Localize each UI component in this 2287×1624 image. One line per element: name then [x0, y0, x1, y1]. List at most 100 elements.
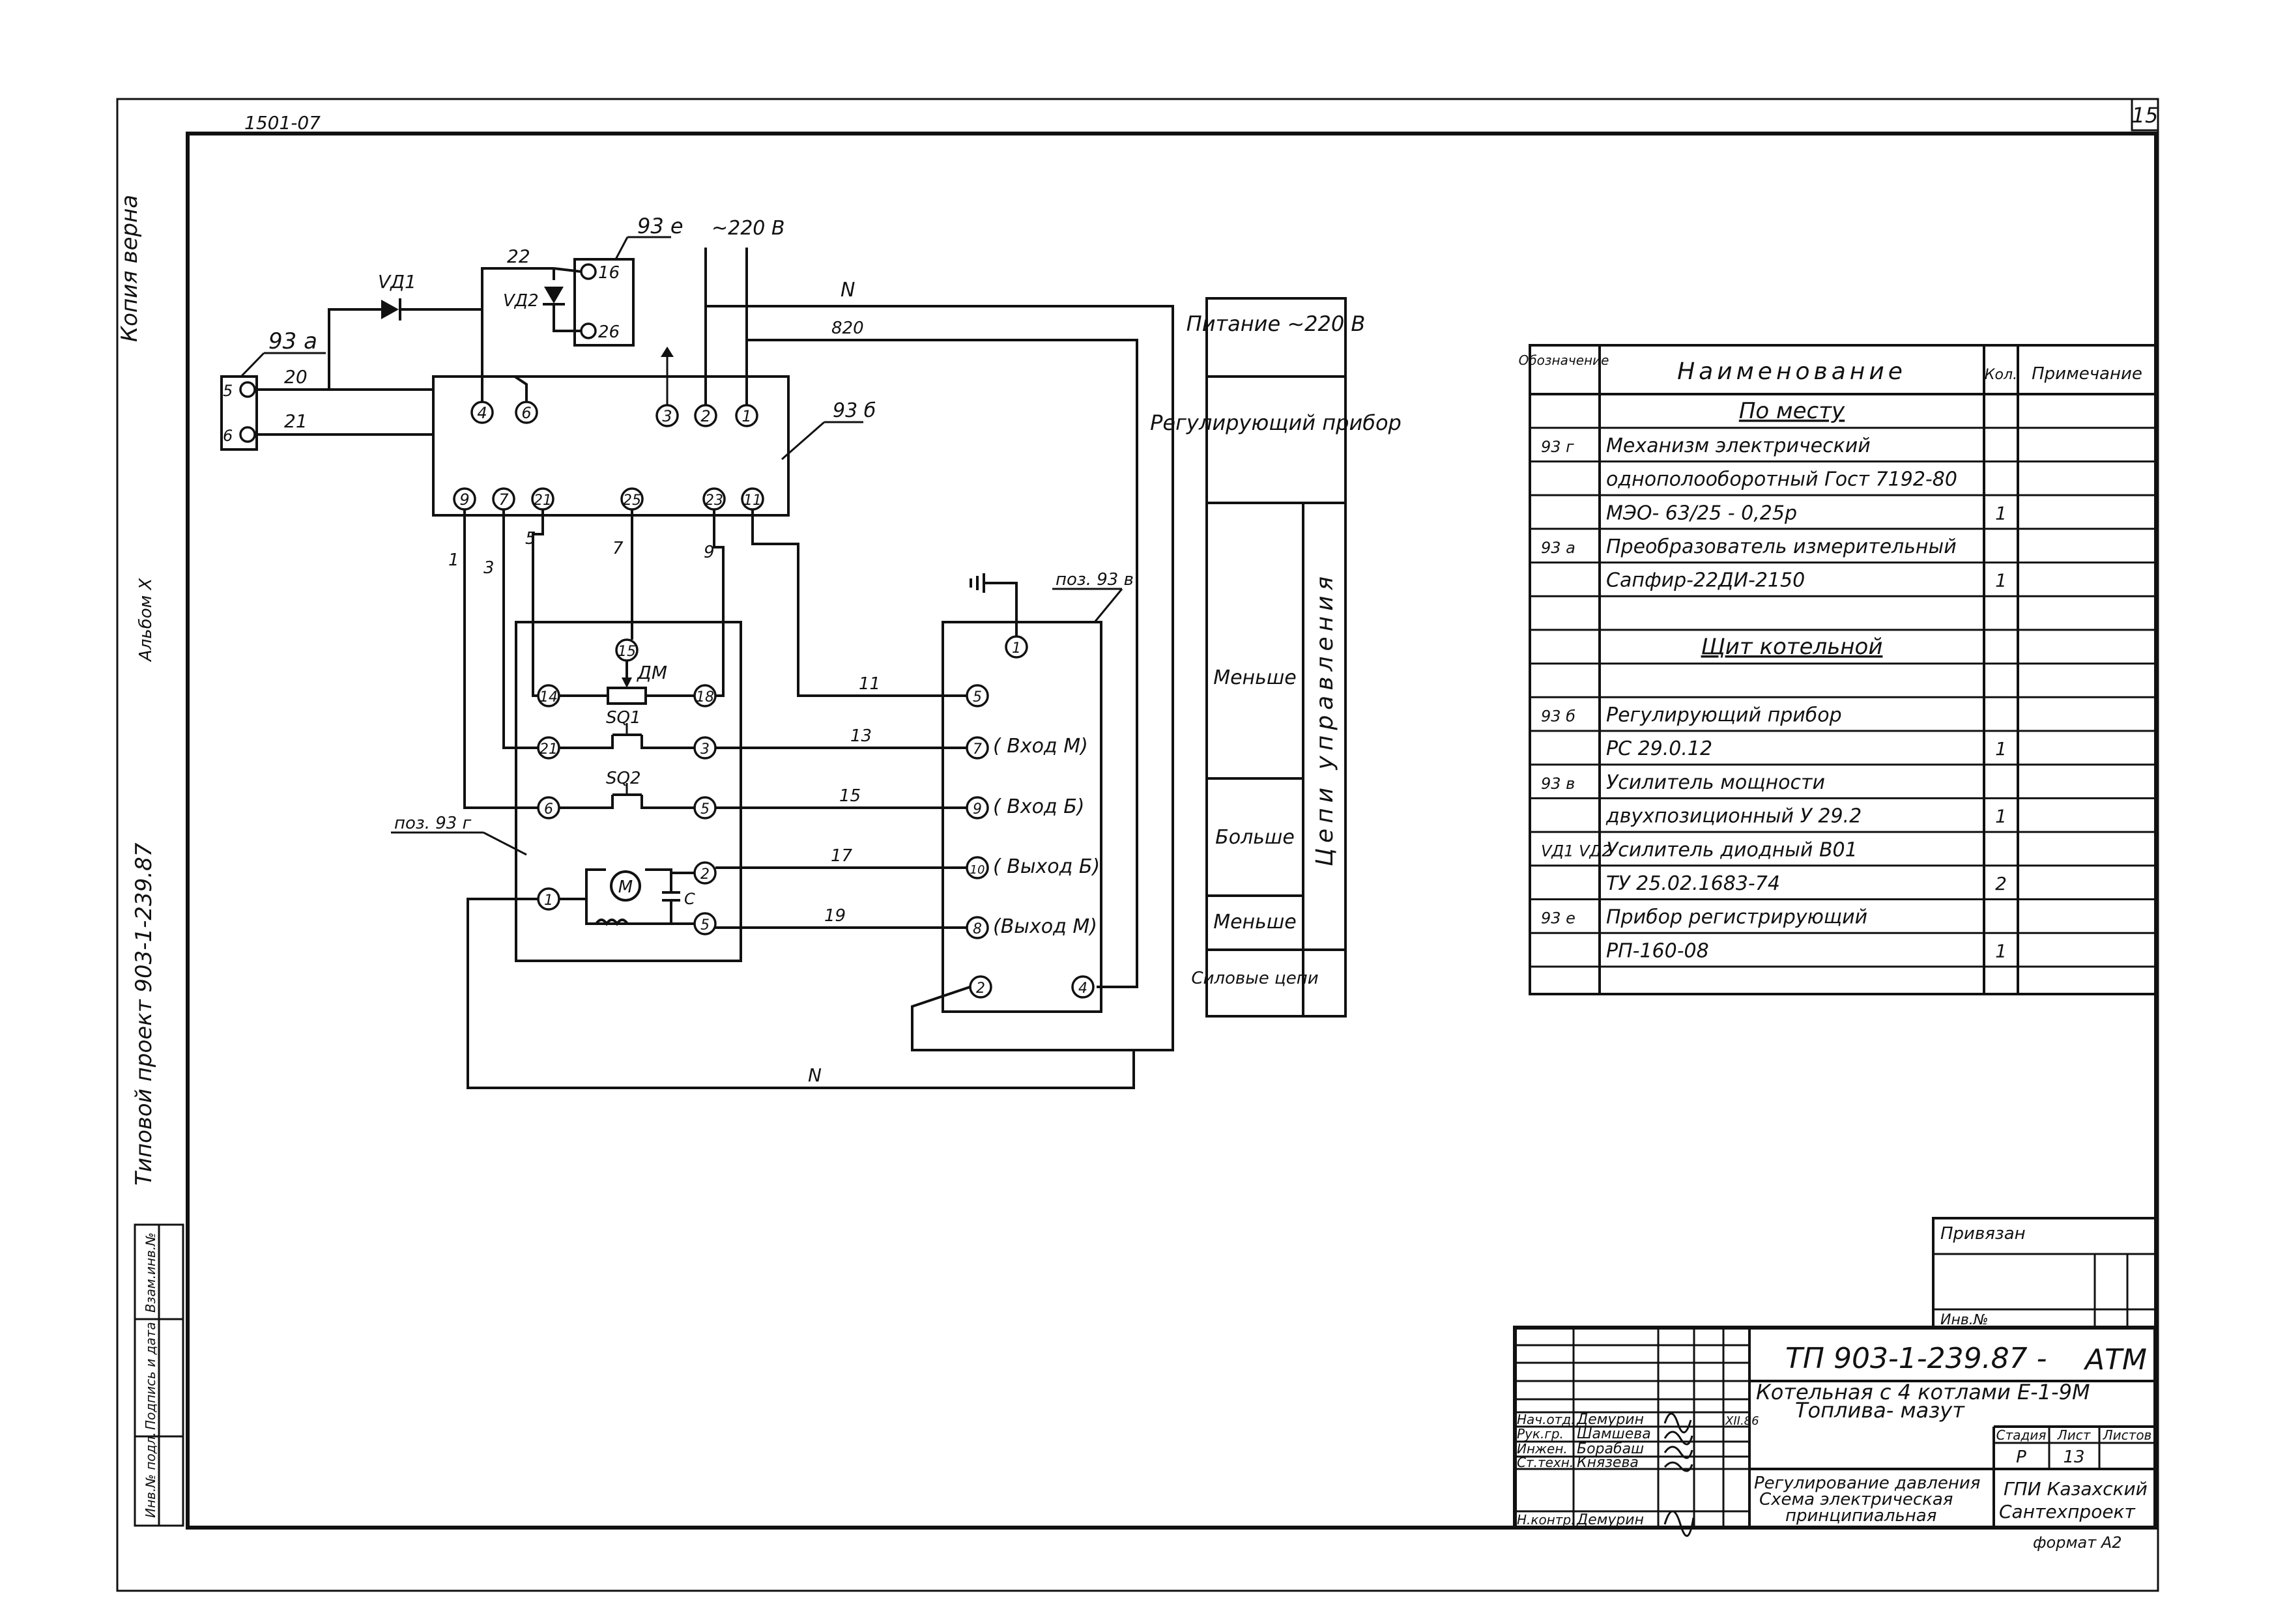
amp-output-m: (Выход М): [993, 915, 1097, 938]
purpose-more: Больше: [1215, 826, 1295, 849]
spec-cell-pos: 93 е: [1541, 909, 1575, 928]
terminal-label: 4: [477, 404, 487, 422]
stage-header: Стадия: [1996, 1427, 2047, 1443]
spec-cell-name: МЭО- 63/25 - 0,25р: [1606, 502, 1797, 524]
terminal-label: 6: [544, 801, 553, 818]
terminal-label: 9: [973, 801, 982, 818]
wire-label: 1: [448, 550, 459, 570]
sheets-header: Листов: [2103, 1427, 2152, 1443]
spec-cell-pos: 93 г: [1541, 438, 1574, 456]
drawing-title-1: Регулирование давления: [1754, 1474, 1980, 1493]
spec-cell-pos: 93 а: [1541, 539, 1575, 557]
person-name: Демурин: [1576, 1412, 1644, 1428]
bound-label: Привязан: [1940, 1224, 2026, 1244]
spec-cell-pos: 93 б: [1541, 707, 1575, 726]
spec-section-title: Щит котельной: [1701, 634, 1883, 660]
terminal-label: 16: [598, 263, 620, 283]
purpose-less: Меньше: [1213, 666, 1297, 689]
left-margin-notes: Копия верна Альбом Х Типовой проект 903-…: [117, 195, 158, 1518]
device-label-93a: 93 а: [268, 328, 317, 354]
terminal-label: 2: [976, 980, 985, 997]
switch-label-sq1: SQ1: [606, 708, 641, 728]
wire-label: N: [808, 1064, 822, 1086]
terminal-label: 2: [700, 866, 710, 883]
terminal-label: 9: [459, 491, 469, 509]
person-role: Инжен.: [1517, 1441, 1568, 1457]
terminal-label: 3: [700, 741, 710, 758]
terminal-label: 5: [973, 689, 982, 705]
spec-cell-name: Регулирующий прибор: [1606, 704, 1842, 727]
schematic: 5 6 93 а 16 26 93 е ~220 В 93 б 4 6 3 2 …: [220, 214, 1174, 1089]
device-label-93b: 93 б: [833, 399, 876, 422]
person-name: Князева: [1577, 1455, 1639, 1471]
title-block: Привязан Инв.№ ТП 903-1-239.87 - АТМ Кот…: [1513, 1217, 2157, 1552]
terminal-label: 23: [705, 492, 723, 509]
diode-label-vd1: VД1: [378, 271, 416, 292]
spec-header-note: Примечание: [2032, 364, 2142, 384]
wire-label: 7: [612, 539, 624, 558]
terminal-label: 1: [544, 892, 553, 909]
terminal-label: 1: [1012, 640, 1021, 657]
document-code: ТП 903-1-239.87 -: [1785, 1342, 2047, 1375]
wire-label: 5: [525, 529, 536, 548]
device-label-93g: поз. 93 г: [394, 814, 472, 833]
spec-cell-pos: VД1 VД2: [1541, 842, 1612, 860]
spec-cell-name: Сапфир-22ДИ-2150: [1606, 569, 1805, 592]
person-name: Борабаш: [1577, 1441, 1644, 1457]
terminal-label: 6: [521, 404, 531, 422]
terminal-label: 21: [539, 741, 558, 758]
wire-label: 9: [704, 543, 715, 562]
mechanism-93g: [515, 621, 742, 962]
terminal-label: 26: [598, 322, 620, 342]
wire-label: 13: [850, 726, 872, 746]
side-cell-inv: Инв.№ подл.: [143, 1432, 158, 1518]
wire-label: 20: [284, 366, 308, 388]
circuit-purpose-table: Питание ~220 В Регулирующий прибор Меньш…: [1150, 297, 1402, 1018]
page-number: 15: [2132, 103, 2159, 128]
device-label-93e: 93 е: [637, 214, 683, 238]
converter-93a: [220, 375, 258, 451]
spec-cell-qty: 1: [1995, 806, 2007, 827]
spec-cell-name: Преобразователь измерительный: [1606, 535, 1957, 558]
spec-cell-name: Усилитель диодный В01: [1606, 838, 1858, 861]
terminal-label: 5: [700, 917, 710, 933]
side-cell-replace: Взам.инв.№: [143, 1232, 158, 1313]
organization-2: Сантехпроект: [1999, 1501, 2135, 1522]
device-label-93v: поз. 93 в: [1056, 570, 1134, 590]
signature-mark: [1663, 1446, 1693, 1459]
spec-cell-qty: 1: [1995, 502, 2007, 524]
purpose-power-circuits: Силовые цепи: [1191, 969, 1318, 988]
side-cell-sign: Подпись и дата: [143, 1322, 158, 1430]
spec-cell-name: Прибор регистрирующий: [1606, 906, 1867, 929]
document-suffix: АТМ: [2083, 1343, 2147, 1376]
terminal-label: 6: [223, 427, 233, 445]
spec-cell-name: Механизм электрический: [1606, 434, 1871, 457]
sheet-value: 13: [2063, 1447, 2084, 1467]
spec-cell-name: РС 29.0.12: [1606, 737, 1712, 760]
amp-output-b: ( Выход Б): [993, 855, 1100, 878]
potentiometer-dm: [607, 687, 647, 705]
person-role: Рук.гр.: [1517, 1426, 1564, 1442]
terminal-label: 8: [973, 921, 982, 937]
copy-certified-note: Копия верна: [117, 195, 143, 342]
terminal-label: 5: [223, 382, 233, 400]
terminal-label: 10: [970, 863, 985, 877]
diode-label-vd2: VД2: [503, 291, 539, 311]
diode-vd1: [381, 300, 399, 319]
format-label: формат А2: [2033, 1533, 2122, 1552]
purpose-regulator: Регулирующий прибор: [1150, 410, 1402, 435]
spec-cell-qty: 1: [1995, 570, 2007, 591]
signature-mark: [1663, 1461, 1693, 1472]
spec-cell-qty: 2: [1995, 873, 2007, 894]
terminal-label: 25: [623, 492, 641, 509]
capacitor-label: С: [684, 890, 695, 908]
spec-cell-name: Усилитель мощности: [1606, 771, 1825, 794]
wire-label: 820: [831, 319, 864, 338]
terminal-label: 3: [662, 407, 672, 425]
amp-input-b: ( Вход Б): [993, 795, 1085, 818]
spec-cell-name: однополооборотный Гост 7192-80: [1606, 468, 1957, 491]
wire-label: 11: [859, 674, 880, 694]
album-note: Альбом Х: [136, 577, 156, 662]
person-name: Демурин: [1576, 1512, 1644, 1528]
